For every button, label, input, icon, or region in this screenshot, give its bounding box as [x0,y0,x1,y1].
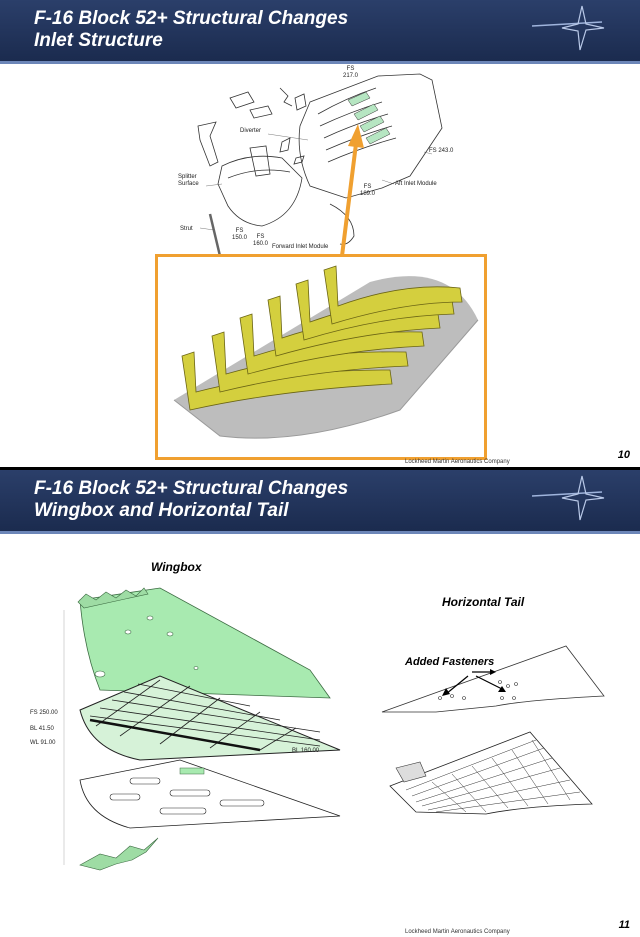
label-bl-41: BL 41.50 [30,726,54,732]
footer-company: Lockheed Martin Aeronautics Company [405,929,510,935]
label-diverter: Diverter [240,128,262,134]
horizontal-tail-caption: Horizontal Tail [442,595,525,609]
label-fs-243: FS 243.0 [429,148,454,154]
slide-inlet-structure: F-16 Block 52+ Structural Changes Inlet … [0,0,640,467]
slide-header: F-16 Block 52+ Structural Changes Wingbo… [0,470,640,534]
slide-title: F-16 Block 52+ Structural Changes [34,8,349,29]
pointer-arrow [340,124,364,257]
footer-company: Lockheed Martin Aeronautics Company [405,459,510,465]
label-strut: Strut [180,226,193,232]
label-bl-160: BL 160.00 [292,748,320,754]
wingbox-caption: Wingbox [151,560,202,574]
label-splitter-surface: Splitter Surface [178,174,199,187]
label-fs-250: FS 250.00 [30,710,58,716]
slide-title: F-16 Block 52+ Structural Changes [34,478,349,499]
label-fs-217: FS 217.0 [343,66,359,79]
detail-highlight-box [155,254,487,460]
added-fasteners-caption: Added Fasteners [405,656,495,668]
label-fs-150: FS 150.0 [232,228,248,241]
slide-header: F-16 Block 52+ Structural Changes Inlet … [0,0,640,64]
horizontal-tail-diagram [381,645,605,815]
inlet-frames-3d-view [173,265,479,439]
slide-subtitle: Inlet Structure [34,30,163,51]
slide-subtitle: Wingbox and Horizontal Tail [34,500,289,521]
page-number: 11 [618,919,630,931]
wingbox-exploded-diagram [63,587,341,871]
star-logo-icon [532,475,605,521]
header-rule [0,531,640,534]
slide-wingbox-htail: F-16 Block 52+ Structural Changes Wingbo… [0,470,640,937]
label-fs-160: FS 160.0 [253,234,269,247]
label-aft-inlet-module: Aft Inlet Module [395,181,437,187]
label-fs-189: FS 189.0 [360,184,376,197]
page-number: 10 [617,449,630,461]
star-logo-icon [532,5,605,51]
label-wl-91: WL 91.00 [30,740,56,746]
label-forward-inlet-module: Forward Inlet Module [272,244,329,250]
header-rule [0,61,640,64]
inlet-exploded-diagram [197,73,443,256]
